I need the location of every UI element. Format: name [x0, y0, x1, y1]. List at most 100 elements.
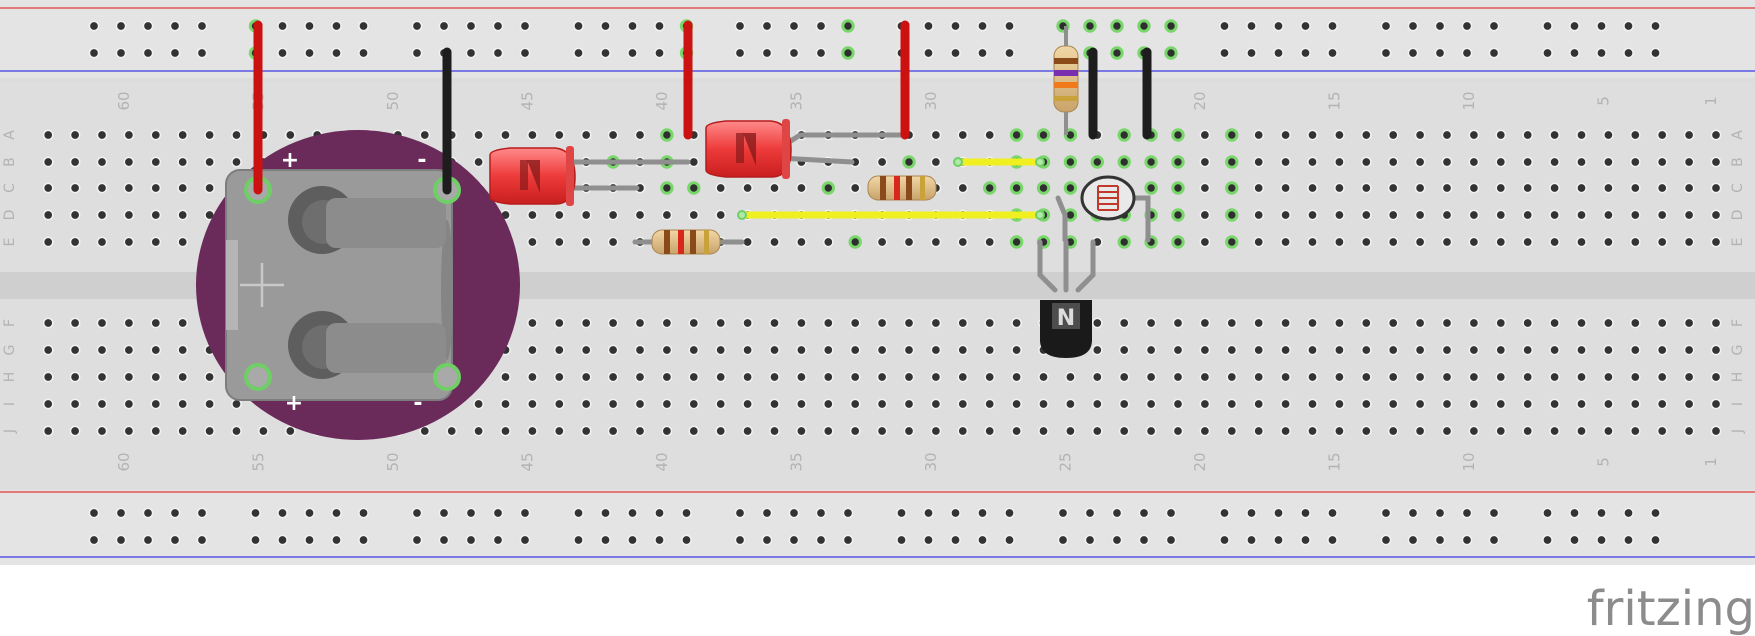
breadboard-hole	[150, 156, 162, 168]
breadboard-hole	[277, 534, 288, 546]
breadboard-hole	[1199, 317, 1211, 329]
breadboard-hole	[1710, 156, 1722, 168]
breadboard-hole	[769, 317, 780, 329]
breadboard-hole	[1576, 129, 1587, 141]
breadboard-hole	[1300, 534, 1311, 546]
breadboard-hole	[580, 398, 592, 410]
breadboard-hole	[88, 47, 100, 59]
breadboard-hole	[1495, 209, 1507, 221]
breadboard-hole	[957, 129, 969, 141]
breadboard-hole	[1596, 20, 1607, 32]
breadboard-hole	[1225, 155, 1239, 169]
breadboard-hole	[1603, 371, 1614, 383]
breadboard-hole	[1495, 317, 1507, 329]
breadboard-hole	[1596, 534, 1607, 546]
breadboard-hole	[849, 425, 861, 437]
column-number: 50	[384, 91, 402, 110]
breadboard-hole	[1199, 236, 1211, 248]
breadboard-hole	[527, 209, 538, 221]
breadboard-hole	[930, 371, 942, 383]
breadboard-hole	[150, 398, 162, 410]
breadboard-hole	[1522, 236, 1534, 248]
breadboard-hole	[1603, 209, 1614, 221]
breadboard-hole	[1300, 507, 1311, 519]
breadboard-hole	[1576, 182, 1587, 194]
breadboard-hole	[1138, 507, 1150, 519]
breadboard-hole	[196, 47, 208, 59]
breadboard-hole	[742, 344, 753, 356]
column-number: 15	[1325, 452, 1343, 471]
breadboard-hole	[1576, 344, 1587, 356]
breadboard-hole	[815, 20, 827, 32]
breadboard-hole	[1327, 20, 1338, 32]
breadboard-hole	[634, 209, 646, 221]
breadboard-hole	[277, 507, 288, 519]
breadboard-hole	[1065, 425, 1076, 437]
breadboard-hole	[1650, 47, 1661, 59]
breadboard-hole	[1273, 47, 1284, 59]
breadboard-hole	[1171, 181, 1185, 195]
breadboard-hole	[1253, 236, 1265, 248]
breadboard-hole	[169, 534, 181, 546]
breadboard-hole	[1710, 344, 1722, 356]
breadboard-hole	[123, 317, 135, 329]
breadboard-hole	[715, 425, 727, 437]
breadboard-hole	[1145, 398, 1157, 410]
breadboard-hole	[660, 181, 674, 195]
breadboard-hole	[411, 507, 423, 519]
breadboard-hole	[1138, 534, 1150, 546]
breadboard-hole	[634, 398, 646, 410]
breadboard-hole	[1327, 47, 1338, 59]
breadboard-hole	[553, 398, 565, 410]
breadboard-hole	[500, 129, 511, 141]
breadboard-hole	[177, 344, 189, 356]
breadboard-hole	[1172, 371, 1184, 383]
breadboard-hole	[903, 371, 915, 383]
breadboard-hole	[1280, 209, 1291, 221]
breadboard-hole	[1549, 398, 1560, 410]
breadboard-hole	[1360, 209, 1372, 221]
breadboard-hole	[1004, 47, 1015, 59]
breadboard-hole	[142, 507, 154, 519]
row-letter: A	[1730, 130, 1746, 140]
breadboard-hole	[1091, 344, 1103, 356]
breadboard-hole	[177, 236, 189, 248]
breadboard-hole	[923, 20, 934, 32]
breadboard-hole	[1683, 344, 1695, 356]
breadboard-hole	[1004, 20, 1015, 32]
row-letter: J	[1730, 429, 1746, 434]
column-number: 40	[653, 91, 671, 110]
breadboard-hole	[1280, 129, 1291, 141]
breadboard-hole	[815, 507, 827, 519]
breadboard-hole	[1273, 20, 1284, 32]
row-letter: A	[2, 130, 18, 140]
breadboard-hole	[96, 156, 108, 168]
breadboard-hole	[150, 425, 162, 437]
breadboard-hole	[438, 507, 450, 519]
breadboard-hole	[1307, 236, 1318, 248]
breadboard-hole	[1441, 209, 1453, 221]
breadboard-hole	[1084, 534, 1096, 546]
breadboard-hole	[930, 398, 942, 410]
breadboard-hole	[1603, 425, 1614, 437]
breadboard-hole	[600, 47, 611, 59]
breadboard-hole	[1710, 209, 1722, 221]
breadboard-hole	[1441, 182, 1453, 194]
breadboard-hole	[1327, 534, 1338, 546]
breadboard-hole	[1683, 371, 1695, 383]
breadboard-hole	[1253, 344, 1265, 356]
breadboard-hole	[950, 47, 961, 59]
breadboard-hole	[821, 181, 835, 195]
breadboard-hole	[1387, 209, 1399, 221]
breadboard-hole	[769, 182, 780, 194]
breadboard-hole	[1300, 47, 1311, 59]
breadboard-hole	[1387, 129, 1399, 141]
column-number: 5	[1594, 457, 1612, 467]
breadboard-hole	[896, 507, 907, 519]
breadboard-hole	[196, 507, 208, 519]
breadboard-hole	[1387, 344, 1399, 356]
breadboard-hole	[1057, 534, 1069, 546]
breadboard-hole	[715, 182, 727, 194]
breadboard-hole	[849, 182, 861, 194]
breadboard-hole	[1110, 46, 1124, 60]
